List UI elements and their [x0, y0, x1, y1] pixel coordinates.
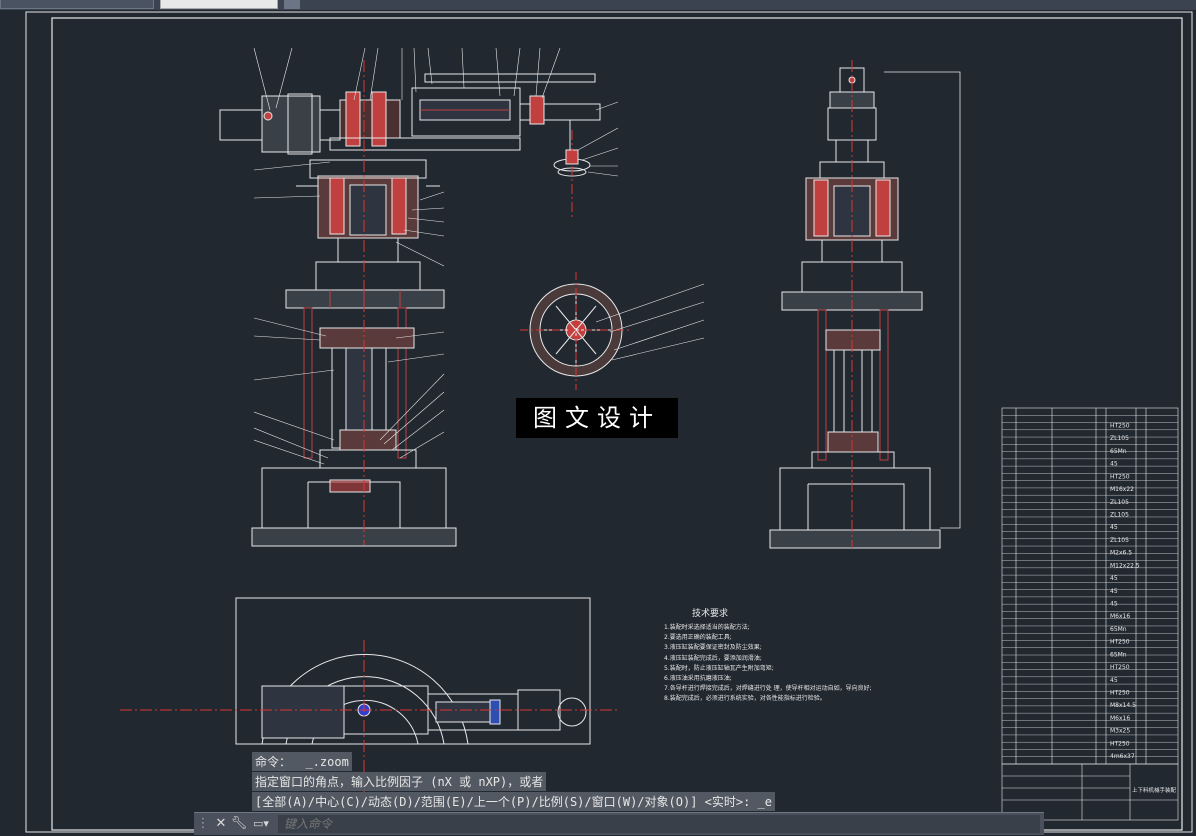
title-block-name: 上下料机械手装配: [1132, 786, 1177, 794]
bom-material-cell: HT250: [1110, 639, 1130, 646]
close-icon[interactable]: ✕: [215, 816, 227, 831]
tech-req-item: 7.各导杆进行焊接完成后，对焊缝进行处 理，使导杆相对运动自如，导向良好;: [664, 685, 872, 693]
bom-material-cell: HT250: [1110, 664, 1130, 671]
command-history-line: 指定窗口的角点，输入比例因子 (nX 或 nXP)，或者: [252, 772, 547, 791]
bom-material-cell: M8x14.5: [1110, 702, 1136, 709]
bom-material-cell: HT250: [1110, 690, 1130, 697]
bom-material-cell: 4m6x37: [1110, 753, 1135, 760]
bom-material-cell: 45: [1110, 677, 1118, 684]
bom-material-cell: HT250: [1110, 740, 1130, 747]
bom-material-cell: 45: [1110, 524, 1118, 531]
watermark-label: 图文设计: [516, 398, 678, 438]
file-tab-1[interactable]: [0, 0, 154, 9]
tech-req-item: 3.液压缸装配要保证密封及防尘效果;: [664, 644, 762, 652]
bom-material-cell: HT250: [1110, 423, 1130, 430]
section-view: [520, 272, 705, 390]
command-prompt-icon[interactable]: ▭▾: [253, 817, 269, 830]
wrench-icon[interactable]: 🔧︎: [230, 816, 248, 831]
tech-req-title: 技术要求: [692, 609, 729, 619]
bom-material-cell: 45: [1110, 601, 1118, 608]
tech-req-item: 4.液压缸装配完成后，要添加润滑油;: [664, 654, 762, 662]
bom-material-cell: M6x16: [1110, 613, 1130, 620]
command-input[interactable]: [278, 815, 1040, 833]
bom-material-cell: 45: [1110, 461, 1118, 468]
new-tab-icon[interactable]: [284, 0, 300, 9]
bom-table: [1001, 407, 1179, 821]
bom-material-cell: 65Mn: [1110, 626, 1127, 633]
side-view: [769, 60, 961, 549]
tech-req-item: 5.装配时，防止液压缸轴瓦产生附加弯矩;: [664, 664, 774, 672]
tech-req-item: 1.装配时采选择适当的装配方法;: [664, 624, 750, 631]
file-tab-bar: [0, 0, 1196, 10]
tech-req-item: 8.装配完成后，必须进行系统实验，对各性能指标进行检验。: [664, 695, 826, 703]
command-history-line: [全部(A)/中心(C)/动态(D)/范围(E)/上一个(P)/比例(S)/窗口…: [252, 792, 775, 811]
bom-material-cell: ZL105: [1110, 537, 1129, 544]
grip-icon[interactable]: ⋮: [196, 816, 210, 831]
front-view: [219, 47, 619, 547]
command-history-line: 命令： _.zoom: [252, 752, 352, 771]
bom-material-cell: M6x16: [1110, 715, 1130, 722]
bom-material-cell: ZL105: [1110, 435, 1129, 442]
bom-material-cell: 45: [1110, 575, 1118, 582]
technical-requirements: 技术要求 1.装配时采选择适当的装配方法; 2.要选用正确的装配工具; 3.液压…: [664, 606, 924, 705]
bom-material-cell: ZL105: [1110, 499, 1129, 506]
tech-req-item: 2.要选用正确的装配工具;: [664, 634, 732, 642]
bom-material-cell: M16x22: [1110, 486, 1134, 493]
bom-material-cell: 65Mn: [1110, 448, 1127, 455]
bom-material-cell: 45: [1110, 588, 1118, 595]
tech-req-item: 6.液压油采用抗磨液压油;: [664, 675, 732, 683]
bom-material-cell: 65Mn: [1110, 651, 1127, 658]
file-tab-2[interactable]: [160, 0, 278, 9]
top-view: [120, 597, 620, 800]
bom-material-cell: M3x25: [1110, 728, 1130, 735]
bom-material-cell: HT250: [1110, 473, 1130, 480]
bom-material-cell: ZL105: [1110, 512, 1129, 519]
bom-material-cell: M2x6.5: [1110, 550, 1132, 557]
command-line-bar: ⋮ ✕ 🔧︎ ▭▾: [194, 812, 1044, 835]
bom-material-cell: M12x22.5: [1110, 562, 1140, 569]
